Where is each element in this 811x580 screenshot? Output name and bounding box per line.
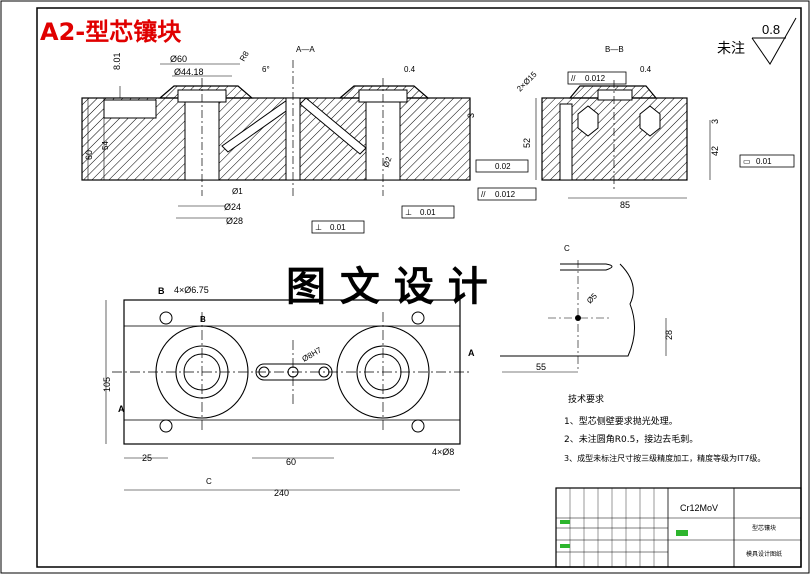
dim-phi5: Ø5 [585, 291, 599, 305]
part-name-label: 型芯镶块 [752, 524, 776, 532]
dim-42: 42 [710, 146, 720, 156]
detail-c-label: C [564, 244, 570, 253]
gdt-frame-5: // 0.012 [567, 71, 627, 85]
flatness-04a: 0.4 [404, 65, 416, 74]
material-label: Cr12MoV [680, 503, 718, 513]
tech-heading: 技术要求 [568, 393, 604, 405]
title-banner: A2-型芯镶块 [40, 18, 181, 46]
dim-240: 240 [274, 488, 289, 498]
gdt-sym-2: // [481, 190, 486, 199]
watermark-text: 图 文 设 计 [286, 264, 488, 310]
dim-55: 55 [536, 362, 546, 372]
title-block: Cr12MoV 型芯镶块 模具设计图纸 [555, 487, 802, 568]
dim-holes-top: 4×Ø6.75 [174, 285, 209, 295]
dim-8-01: 8.01 [112, 52, 122, 70]
section-bb-view [535, 80, 711, 199]
section-aa-dims: 8.01 Ø60 Ø44.18 R8 6° 60 54 Ø1 Ø24 Ø28 Ø… [84, 49, 476, 226]
roughness-prefix: 未注 [717, 41, 745, 57]
marker-a-right: A [468, 348, 475, 358]
section-aa-label: A—A [296, 45, 315, 54]
dim-slot: Ø8H7 [301, 345, 324, 364]
gdt-val-3: 0.01 [420, 208, 436, 217]
flatness-04b: 0.4 [640, 65, 652, 74]
dim-3a: 3 [466, 113, 476, 118]
dim-angle: 6° [262, 65, 270, 74]
gdt-frame-1: 0.02 [475, 159, 529, 173]
gdt-sym-4: ⊥ [315, 223, 322, 232]
marker-c-bottom: C [206, 477, 212, 486]
dim-3b: 3 [710, 119, 720, 124]
roughness-symbol: 未注 0.8 [717, 17, 797, 65]
dim-height-54: 54 [101, 141, 110, 150]
gdt-sym-6: ▭ [743, 157, 751, 166]
marker-b-top: B [158, 286, 165, 296]
tech-item-1: 1、型芯侧壁要求抛光处理。 [564, 415, 678, 427]
tech-item-2: 2、未注圆角R0.5，接边去毛刺。 [564, 433, 698, 445]
dim-phi1: Ø1 [232, 187, 243, 196]
gdt-frame-4: ⊥ 0.01 [311, 220, 365, 234]
plan-view [105, 299, 472, 491]
dim-28: 28 [664, 330, 674, 340]
tech-item-3: 3、成型未标注尺寸按三级精度加工，精度等级为IT7级。 [564, 453, 765, 463]
dim-60: 60 [286, 457, 296, 467]
gdt-val-6: 0.01 [756, 157, 772, 166]
dim-52: 52 [522, 138, 532, 148]
marker-b-mid: B [200, 315, 206, 324]
gdt-val-1: 0.02 [495, 162, 511, 171]
tech-requirements: 技术要求 1、型芯侧壁要求抛光处理。 2、未注圆角R0.5，接边去毛刺。 3、成… [564, 393, 765, 463]
gdt-val-4: 0.01 [330, 223, 346, 232]
dim-phi60: Ø60 [170, 54, 187, 64]
gdt-frame-3: ⊥ 0.01 [401, 205, 455, 219]
dim-phi24: Ø24 [224, 202, 241, 212]
drawing-no-label: 模具设计图纸 [746, 550, 782, 558]
dim-85: 85 [620, 200, 630, 210]
marker-a-left: A [118, 404, 125, 414]
dim-phi28: Ø28 [226, 216, 243, 226]
dim-chamfer: 2×Ø15 [515, 70, 539, 94]
gdt-sym-3: ⊥ [405, 208, 412, 217]
section-bb-label: B—B [605, 45, 624, 54]
gdt-val-5: 0.012 [585, 74, 606, 83]
dim-r8: R8 [238, 49, 251, 63]
gdt-sym-5: // [571, 74, 576, 83]
roughness-value: 0.8 [762, 22, 780, 37]
detail-c-view: Ø5 28 55 [500, 260, 674, 373]
gdt-val-2: 0.012 [495, 190, 516, 199]
gdt-frame-6: ▭ 0.01 [739, 154, 795, 168]
dim-25: 25 [142, 453, 152, 463]
dim-phi2: Ø2 [381, 155, 393, 169]
plan-view-labels: B B A A C 4×Ø6.75 Ø8H7 105 25 60 240 4×Ø… [102, 285, 475, 498]
section-aa-view [81, 60, 471, 219]
dim-phi44: Ø44.18 [174, 67, 204, 77]
gdt-frame-2: // 0.012 [477, 187, 537, 201]
dim-height-60: 60 [84, 150, 94, 160]
inner-border [36, 7, 802, 568]
dim-height-105: 105 [102, 377, 112, 392]
dim-holes-bot: 4×Ø8 [432, 447, 454, 457]
